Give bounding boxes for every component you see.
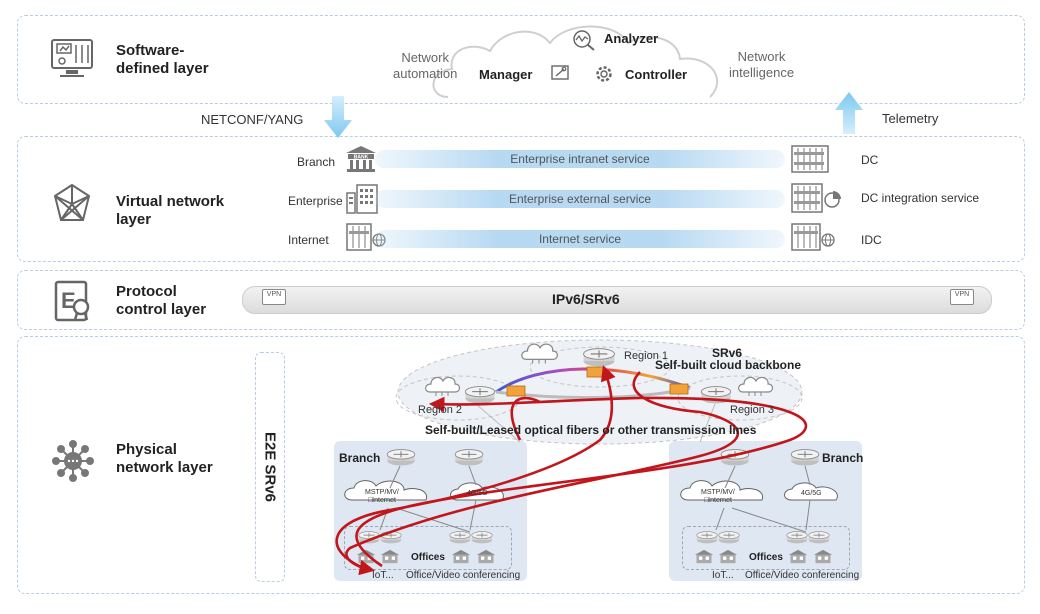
enterprise-external-service-stream: Enterprise external service: [375, 190, 785, 208]
left-offices-label: Offices: [411, 552, 445, 563]
analyzer-label: Analyzer: [604, 31, 659, 46]
manager-label: Manager: [479, 67, 533, 82]
manager-icon: [551, 65, 569, 80]
software-defined-layer-title: Software- defined layer: [116, 42, 209, 77]
internet-service-stream: Internet service: [375, 230, 785, 248]
dc-integration-service-label: DC integration service: [861, 191, 980, 205]
bank-building-icon: BANK: [346, 146, 376, 172]
dc-server-icon: [791, 145, 829, 173]
right-office-video-label: Office/Video conferencing: [745, 570, 860, 581]
transmission-lines-label: Self-built/Leased optical fibers or othe…: [425, 423, 757, 437]
e2e-srv6-band: E2E SRv6: [255, 352, 285, 582]
virtual-network-layer-title: Virtual network layer: [116, 193, 225, 228]
analyzer-icon: [573, 30, 595, 51]
bank-sign-text: BANK: [354, 155, 369, 161]
right-lte-label: 4G/5G: [801, 490, 822, 497]
mesh-network-icon: [53, 183, 91, 221]
protocol-control-layer-title: Protocol control layer: [116, 283, 207, 318]
region1-ring: [529, 346, 671, 388]
left-office-video-label: Office/Video conferencing: [406, 570, 521, 581]
idc-server-globe-icon: [791, 223, 835, 251]
left-lte-label: 4G/5G: [467, 490, 488, 497]
region1-label: Region 1: [624, 350, 669, 362]
ipv6-srv6-pipe: [242, 286, 992, 314]
region2-label: Region 2: [418, 404, 463, 416]
left-branch-label: Branch: [339, 451, 381, 465]
physical-hub-icon: [52, 440, 94, 482]
left-offices-box: [344, 526, 512, 570]
right-branch-label: Branch: [822, 451, 864, 465]
svg-text:E: E: [61, 288, 76, 313]
left-mstp-label: MSTP/MV/ □Internet: [365, 489, 399, 504]
right-offices-box: [682, 526, 850, 570]
region3-label: Region 3: [730, 404, 775, 416]
software-defined-layer-panel: [17, 15, 1025, 104]
dc-integration-server-icon: [791, 183, 841, 213]
branch-label: Branch: [297, 155, 336, 169]
protocol-certificate-icon: E: [54, 280, 90, 322]
dc-label: DC: [861, 153, 879, 167]
region3-ring: [677, 375, 803, 421]
network-automation-label: Network automation: [393, 50, 458, 81]
ipv6-srv6-label: IPv6/SRv6: [552, 291, 620, 307]
right-offices-label: Offices: [749, 552, 783, 563]
physical-network-layer-title: Physical network layer: [116, 441, 213, 476]
up-arrow-icon: [835, 92, 863, 134]
cloud-outline: [432, 25, 719, 98]
network-intelligence-label: Network intelligence: [729, 49, 795, 80]
idc-label: IDC: [861, 233, 882, 247]
right-mstp-label: MSTP/MV/ □Internet: [701, 489, 735, 504]
vpn-right-icon: VPN: [950, 289, 974, 305]
down-arrow-icon: [324, 96, 352, 138]
srv6-path-arrow: [335, 365, 616, 570]
controller-gear-icon: [596, 66, 612, 82]
region2-path-arrow: [355, 396, 808, 568]
srv6-label: SRv6: [712, 346, 743, 360]
controller-label: Controller: [625, 67, 688, 82]
right-iot-label: IoT...: [712, 570, 734, 581]
telemetry-label: Telemetry: [882, 111, 939, 126]
self-built-cloud-backbone-label: Self-built cloud backbone: [655, 358, 802, 372]
enterprise-intranet-service-stream: Enterprise intranet service: [375, 150, 785, 168]
monitor-dashboard-icon: [51, 39, 93, 77]
return-path-arrow: [345, 371, 739, 576]
left-iot-label: IoT...: [372, 570, 394, 581]
vpn-left-icon: VPN: [262, 289, 286, 305]
internet-label: Internet: [288, 233, 329, 247]
netconf-yang-label: NETCONF/YANG: [201, 112, 304, 127]
enterprise-label: Enterprise: [288, 194, 343, 208]
